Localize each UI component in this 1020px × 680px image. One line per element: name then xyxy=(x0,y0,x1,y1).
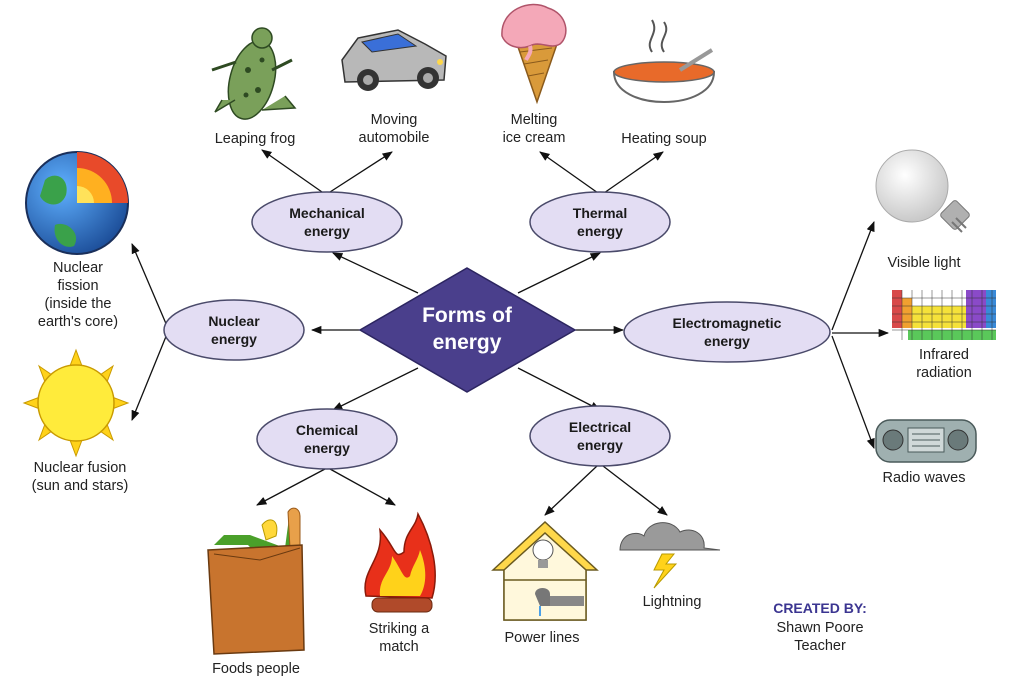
connector-arrows xyxy=(131,149,890,516)
node-nuclear xyxy=(163,299,305,361)
arrow-center-electrical xyxy=(517,367,601,411)
sun-illustration xyxy=(22,348,130,458)
example-moving-automobile: Moving automobile xyxy=(358,112,430,146)
category-chemical-label: Chemical energy xyxy=(295,422,359,456)
example-radio-waves: Radio waves xyxy=(882,470,966,486)
example-leaping-frog: Leaping frog xyxy=(214,131,296,147)
arrow-chemical-foods xyxy=(256,468,326,506)
infrared-illustration xyxy=(892,290,996,340)
arrow-chemical-match xyxy=(329,468,396,506)
arrow-mechanical-car xyxy=(329,151,393,193)
arrow-center-chemical xyxy=(332,367,419,411)
node-electromagnetic xyxy=(623,301,831,363)
node-mechanical xyxy=(251,191,403,253)
credits-heading: CREATED BY: xyxy=(773,600,867,616)
center-diamond xyxy=(358,267,577,393)
node-chemical xyxy=(256,408,398,470)
ice-cream-illustration xyxy=(501,3,567,105)
arrow-nuclear-fission xyxy=(131,243,168,327)
frog-illustration xyxy=(211,27,297,120)
node-thermal xyxy=(529,191,671,253)
house-illustration xyxy=(491,520,599,621)
example-nuclear-fission: Nuclear fission (inside the earth's core… xyxy=(37,260,119,330)
example-power-lines: Power lines xyxy=(504,630,580,646)
car-illustration xyxy=(341,29,447,91)
arrow-electrical-power xyxy=(544,465,598,516)
example-infrared-radiation: Infrared radiation xyxy=(916,347,972,381)
example-lightning: Lightning xyxy=(642,594,702,610)
lightbulb-illustration xyxy=(875,149,970,233)
category-mechanical-label: Mechanical energy xyxy=(289,205,365,239)
arrow-thermal-icecream xyxy=(539,151,599,194)
arrow-center-mechanical xyxy=(332,252,419,294)
category-electromagnetic-label: Electromagnetic energy xyxy=(672,315,782,349)
node-electrical xyxy=(529,405,671,467)
grocery-bag-illustration xyxy=(207,507,305,655)
example-heating-soup: Heating soup xyxy=(621,131,707,147)
credits-name: Shawn Poore Teacher xyxy=(776,620,864,654)
example-visible-light: Visible light xyxy=(887,255,961,271)
storm-cloud-illustration xyxy=(619,522,721,589)
flame-illustration xyxy=(364,511,436,613)
arrow-electrical-lightning xyxy=(602,465,668,516)
category-electrical-label: Electrical energy xyxy=(568,419,632,453)
arrow-thermal-soup xyxy=(603,151,664,194)
soup-illustration xyxy=(612,19,716,103)
arrow-nuclear-fusion xyxy=(131,333,168,421)
example-nuclear-fusion: Nuclear fusion (sun and stars) xyxy=(31,460,129,494)
arrow-mechanical-frog xyxy=(261,149,323,193)
arrow-center-thermal xyxy=(517,252,601,294)
radio-illustration xyxy=(875,419,977,463)
category-thermal-label: Thermal energy xyxy=(572,205,628,239)
arrow-em-visible xyxy=(831,221,875,331)
center-label: Forms of energy xyxy=(422,304,512,354)
example-foods-people: Foods people xyxy=(212,661,300,677)
category-nuclear-label: Nuclear energy xyxy=(208,313,260,347)
arrow-em-radio xyxy=(831,335,875,449)
example-melting-ice-cream: Melting ice cream xyxy=(502,112,566,146)
example-striking-match: Striking a match xyxy=(368,621,430,655)
earth-core-illustration xyxy=(25,151,129,255)
